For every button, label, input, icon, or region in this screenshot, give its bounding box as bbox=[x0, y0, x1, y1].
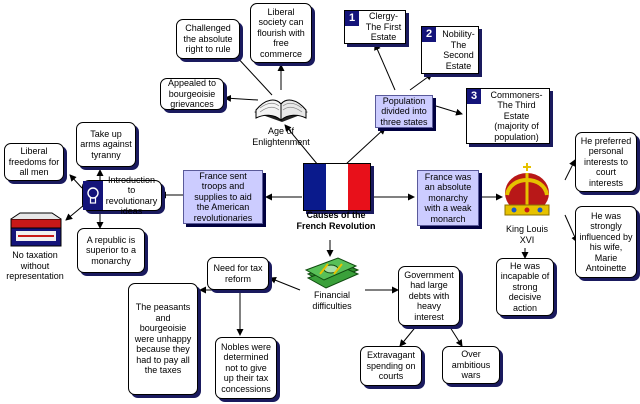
revolutionary-ideas-label: Introduction to revolutionary ideas bbox=[105, 174, 158, 217]
incapable-action-node: He was incapable of strong decisive acti… bbox=[496, 258, 554, 316]
link-fin-tax bbox=[269, 276, 301, 291]
link-debts-extravagant bbox=[399, 323, 419, 347]
challenged-rule-node: Challenged the absolute right to rule bbox=[176, 19, 240, 59]
tax-reform-node: Need for tax reform bbox=[207, 257, 269, 290]
bourgeoisie-grievances-node: Appealed to bourgeoisie grievances bbox=[160, 78, 224, 110]
link-enl-bourgeoisie bbox=[224, 94, 259, 102]
absolute-monarchy-node: France was an absolute monarchy with a w… bbox=[417, 170, 479, 226]
revolutionary-ideas-node: Introduction to revolutionary ideas bbox=[82, 175, 162, 216]
nobility-node: 2 Nobility- The Second Estate bbox=[421, 26, 479, 74]
money-stack-icon bbox=[304, 256, 360, 290]
commoners-node: 3 Commoners- The Third Estate (majority … bbox=[466, 88, 550, 144]
estate-number-1: 1 bbox=[345, 11, 359, 26]
republic-superior-node: A republic is superior to a monarchy bbox=[77, 228, 145, 273]
ambitious-wars-node: Over ambitious wars bbox=[442, 346, 500, 384]
link-pop-commoners bbox=[435, 105, 463, 116]
tax-box-icon bbox=[8, 211, 66, 249]
french-flag-icon bbox=[303, 163, 371, 211]
no-taxation-label: No taxation without representation bbox=[6, 250, 64, 281]
commoners-label: Commoners- The Third Estate (majority of… bbox=[490, 89, 543, 142]
clergy-label: Clergy- The First Estate bbox=[365, 11, 402, 43]
link-enl-challenged bbox=[234, 54, 273, 96]
peasants-unhappy-node: The peasants and bourgeoisie were unhapp… bbox=[128, 283, 198, 395]
nobles-concessions-node: Nobles were determined not to give up th… bbox=[215, 337, 277, 399]
estate-number-3: 3 bbox=[467, 89, 481, 104]
link-king-preferred bbox=[564, 159, 576, 181]
liberal-freedoms-node: Liberal freedoms for all men bbox=[4, 143, 64, 181]
population-divided-node: Population divided into three states bbox=[375, 95, 433, 128]
financial-difficulties-label: Financial difficulties bbox=[312, 290, 352, 311]
enlightenment-label: Age of Enlightenment bbox=[252, 126, 310, 147]
lightbulb-icon bbox=[83, 181, 103, 210]
link-pop-clergy bbox=[374, 43, 396, 91]
link-debts-wars bbox=[447, 323, 463, 347]
link-center-enlightenment bbox=[284, 124, 319, 166]
central-topic-title: Causes of the French Revolution bbox=[296, 210, 376, 231]
link-intro-taxation bbox=[65, 204, 85, 221]
influenced-wife-node: He was strongly influenced by his wife, … bbox=[575, 206, 637, 278]
france-sent-troops-node: France sent troops and supplies to aid t… bbox=[183, 170, 263, 224]
link-intro-liberal bbox=[69, 174, 83, 189]
clergy-node: 1 Clergy- The First Estate bbox=[344, 10, 406, 44]
liberal-society-node: Liberal society can flourish with free c… bbox=[250, 3, 312, 63]
estate-number-2: 2 bbox=[422, 27, 436, 42]
nobility-label: Nobility- The Second Estate bbox=[442, 29, 475, 71]
link-pop-nobility bbox=[409, 73, 433, 91]
extravagant-spending-node: Extravagant spending on courts bbox=[360, 346, 422, 386]
preferred-interests-node: He preferred personal interests to court… bbox=[575, 132, 637, 192]
crown-icon bbox=[500, 163, 554, 221]
book-icon bbox=[250, 90, 312, 124]
king-louis-label: King Louis XVI bbox=[505, 224, 549, 245]
take-up-arms-node: Take up arms against tyranny bbox=[76, 122, 136, 167]
government-debts-node: Government had large debts with heavy in… bbox=[398, 266, 460, 326]
link-center-population bbox=[344, 127, 386, 166]
